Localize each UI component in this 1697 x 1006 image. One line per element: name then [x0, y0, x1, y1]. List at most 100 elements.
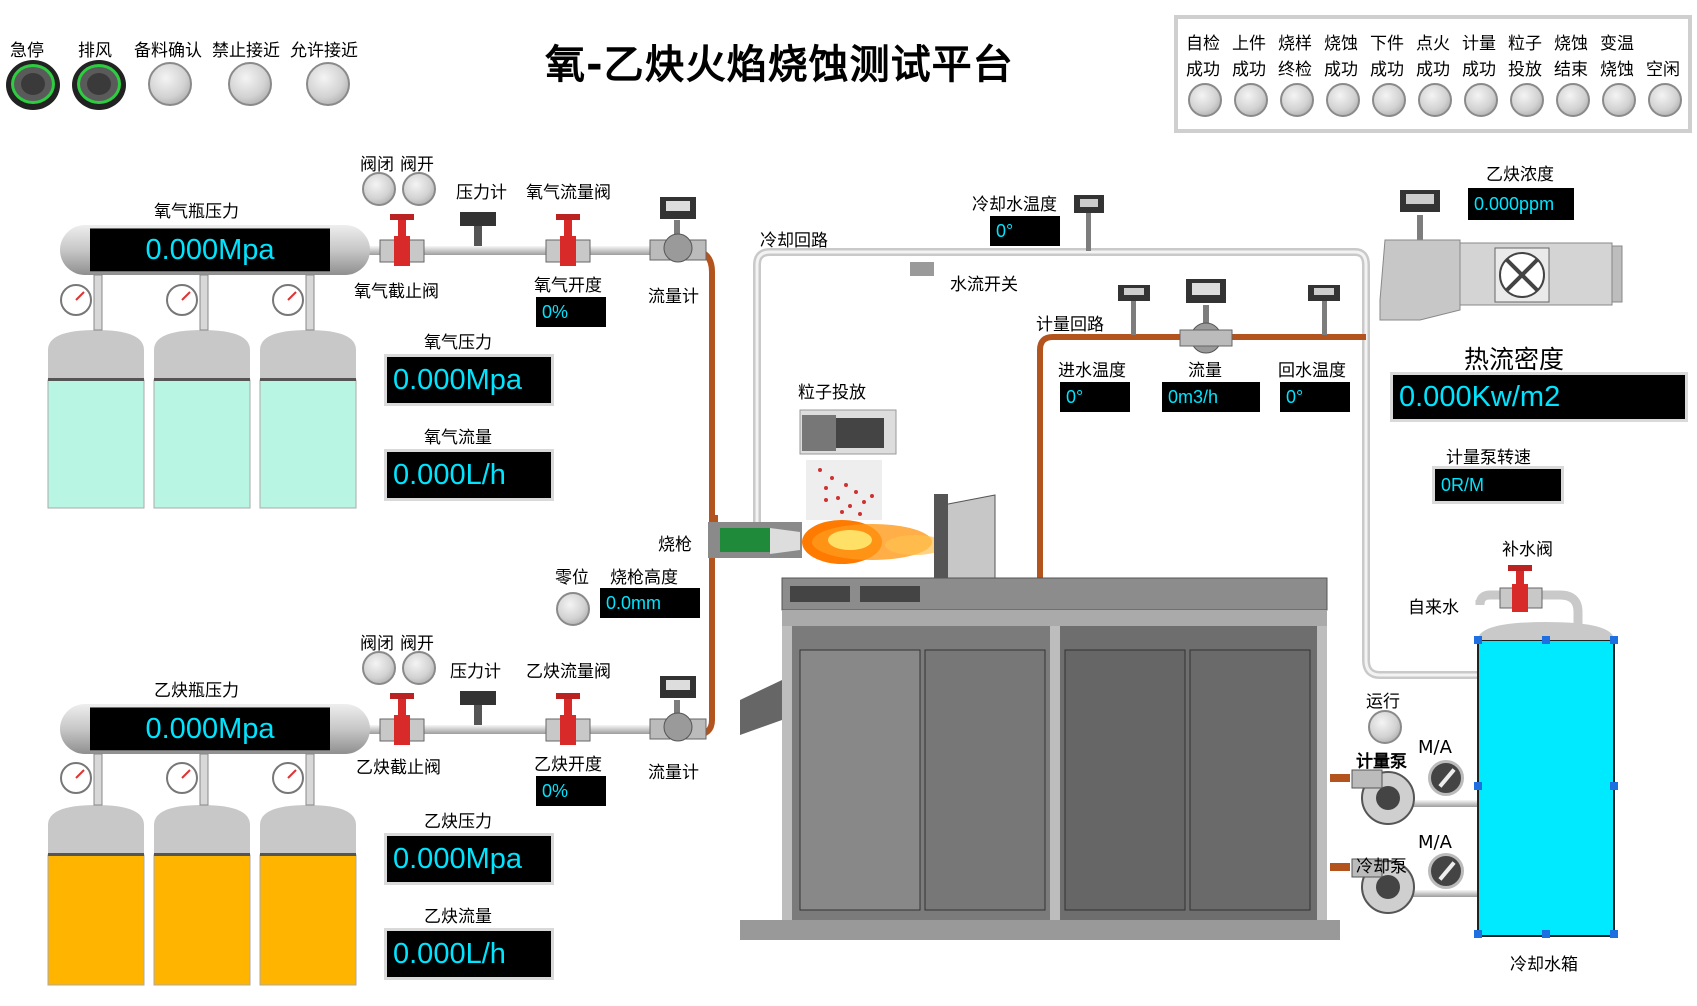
status-light-line2: 成功 — [1462, 60, 1496, 80]
oxygen-opening-label: 氧气开度 — [534, 276, 602, 296]
particle-feed-label: 粒子投放 — [798, 383, 866, 403]
status-light-line2: 成功 — [1186, 60, 1220, 80]
acetylene-opening-value: 0% — [536, 776, 606, 806]
status-light-line1: 烧蚀 — [1554, 34, 1588, 54]
status-light-line1: 自检 — [1186, 34, 1220, 54]
oxygen-bottle-label: 氧气瓶压力 — [154, 202, 239, 222]
cooling-water-temp-value: 0° — [990, 216, 1060, 246]
status-light-line2: 成功 — [1370, 60, 1404, 80]
ma1-label: M/A — [1418, 737, 1452, 758]
tap-water-label: 自来水 — [1408, 598, 1459, 618]
torch-label: 烧枪 — [658, 535, 692, 555]
no-approach-lamp — [228, 62, 272, 106]
status-light-lamp — [1464, 83, 1498, 117]
status-light-lamp — [1372, 83, 1406, 117]
acetylene-pressure-label: 乙炔压力 — [424, 812, 492, 832]
status-light-line2: 结束 — [1554, 60, 1588, 80]
exhaust-label: 排风 — [78, 41, 112, 61]
cooling-loop-label: 冷却回路 — [760, 231, 828, 251]
cooling-pump-mode-switch[interactable] — [1428, 853, 1464, 889]
acetylene-flow-label: 乙炔流量 — [424, 907, 492, 927]
ma2-label: M/A — [1418, 832, 1452, 853]
oxygen-valve-open-label: 阀开 — [400, 155, 434, 175]
estop-button[interactable] — [6, 60, 60, 110]
metering-flow-value: 0m3/h — [1162, 382, 1260, 412]
no-approach-label: 禁止接近 — [212, 41, 280, 61]
heat-flux-label: 热流密度 — [1464, 345, 1565, 374]
status-panel: 自检成功上件成功烧样终检烧蚀成功下件成功点火成功计量成功粒子投放烧蚀结束变温烧蚀… — [1174, 15, 1692, 133]
flow-switch-label: 水流开关 — [950, 275, 1018, 295]
acetylene-stop-valve-label: 乙炔截止阀 — [356, 758, 441, 778]
metering-pump-mode-switch[interactable] — [1428, 760, 1464, 796]
acetylene-bottle-label: 乙炔瓶压力 — [154, 681, 239, 701]
oxygen-flow-label: 氧气流量 — [424, 428, 492, 448]
status-light-lamp — [1188, 83, 1222, 117]
status-light-line1: 烧样 — [1278, 34, 1312, 54]
acetylene-gauge-label: 压力计 — [450, 662, 501, 682]
status-light-lamp — [1234, 83, 1268, 117]
status-light-line1: 变温 — [1600, 34, 1634, 54]
heat-flux-value: 0.000Kw/m2 — [1393, 375, 1685, 419]
status-light-line2: 成功 — [1416, 60, 1450, 80]
acetylene-pressure-value: 0.000Mpa — [387, 836, 551, 882]
heat-flux-frame — [1390, 372, 1688, 422]
status-light-lamp — [1510, 83, 1544, 117]
acetylene-conc-label: 乙炔浓度 — [1486, 165, 1554, 185]
makeup-valve-label: 补水阀 — [1502, 540, 1553, 560]
acetylene-valve-open-label: 阀开 — [400, 634, 434, 654]
oxygen-stop-valve-label: 氧气截止阀 — [354, 282, 439, 302]
status-light-line1: 粒子 — [1508, 34, 1542, 54]
status-light-line1: 计量 — [1462, 34, 1496, 54]
inlet-temp-value: 0° — [1060, 382, 1130, 412]
oxygen-opening-value: 0% — [536, 297, 606, 327]
status-light-line1: 上件 — [1232, 34, 1266, 54]
status-light-line1: 点火 — [1416, 34, 1450, 54]
oxygen-pressure-value: 0.000Mpa — [387, 357, 551, 403]
allow-approach-lamp — [306, 62, 350, 106]
oxygen-flowmeter-label: 流量计 — [648, 287, 699, 307]
status-light-lamp — [1280, 83, 1314, 117]
run-label: 运行 — [1366, 692, 1400, 712]
acetylene-valve-close-lamp[interactable] — [362, 651, 396, 685]
status-light-line2: 终检 — [1278, 60, 1312, 80]
oxygen-gauge-label: 压力计 — [456, 183, 507, 203]
acetylene-opening-label: 乙炔开度 — [534, 755, 602, 775]
pump-speed-value: 0R/M — [1435, 469, 1561, 501]
status-light-line2: 成功 — [1324, 60, 1358, 80]
page-title: 氧-乙炔火焰烧蚀测试平台 — [545, 42, 1014, 88]
acetylene-pressure-frame — [384, 833, 554, 885]
exhaust-button[interactable] — [72, 60, 126, 110]
status-light-line2: 投放 — [1508, 60, 1542, 80]
cooling-tank-label: 冷却水箱 — [1510, 955, 1578, 975]
status-light-line2: 空闲 — [1646, 60, 1680, 80]
status-light-lamp — [1556, 83, 1590, 117]
metering-pump-label: 计量泵 — [1356, 752, 1407, 772]
return-temp-label: 回水温度 — [1278, 361, 1346, 381]
oxygen-valve-close-lamp[interactable] — [362, 172, 396, 206]
status-light-line1: 下件 — [1370, 34, 1404, 54]
torch-height-label: 烧枪高度 — [610, 568, 678, 588]
acetylene-bottle-value: 0.000Mpa — [90, 708, 330, 750]
cooling-pump-label: 冷却泵 — [1356, 857, 1407, 877]
status-light-lamp — [1602, 83, 1636, 117]
status-light-lamp — [1418, 83, 1452, 117]
acetylene-valve-open-lamp[interactable] — [402, 651, 436, 685]
acetylene-flow-valve-label: 乙炔流量阀 — [526, 662, 611, 682]
pump-speed-frame — [1432, 466, 1564, 504]
allow-approach-label: 允许接近 — [290, 41, 358, 61]
torch-zero-lamp[interactable] — [556, 592, 590, 626]
oxygen-valve-open-lamp[interactable] — [402, 172, 436, 206]
oxygen-bottle-value: 0.000Mpa — [90, 229, 330, 271]
inlet-temp-label: 进水温度 — [1058, 361, 1126, 381]
run-lamp — [1368, 710, 1402, 744]
oxygen-flow-valve-label: 氧气流量阀 — [526, 183, 611, 203]
cooling-water-temp-label: 冷却水温度 — [972, 195, 1057, 215]
oxygen-flow-value: 0.000L/h — [387, 452, 551, 498]
return-temp-value: 0° — [1280, 382, 1350, 412]
material-confirm-label: 备料确认 — [134, 41, 202, 61]
material-confirm-lamp — [148, 62, 192, 106]
metering-loop-label: 计量回路 — [1036, 315, 1104, 335]
oxygen-pressure-frame — [384, 354, 554, 406]
estop-label: 急停 — [10, 41, 44, 61]
status-light-line2: 烧蚀 — [1600, 60, 1634, 80]
